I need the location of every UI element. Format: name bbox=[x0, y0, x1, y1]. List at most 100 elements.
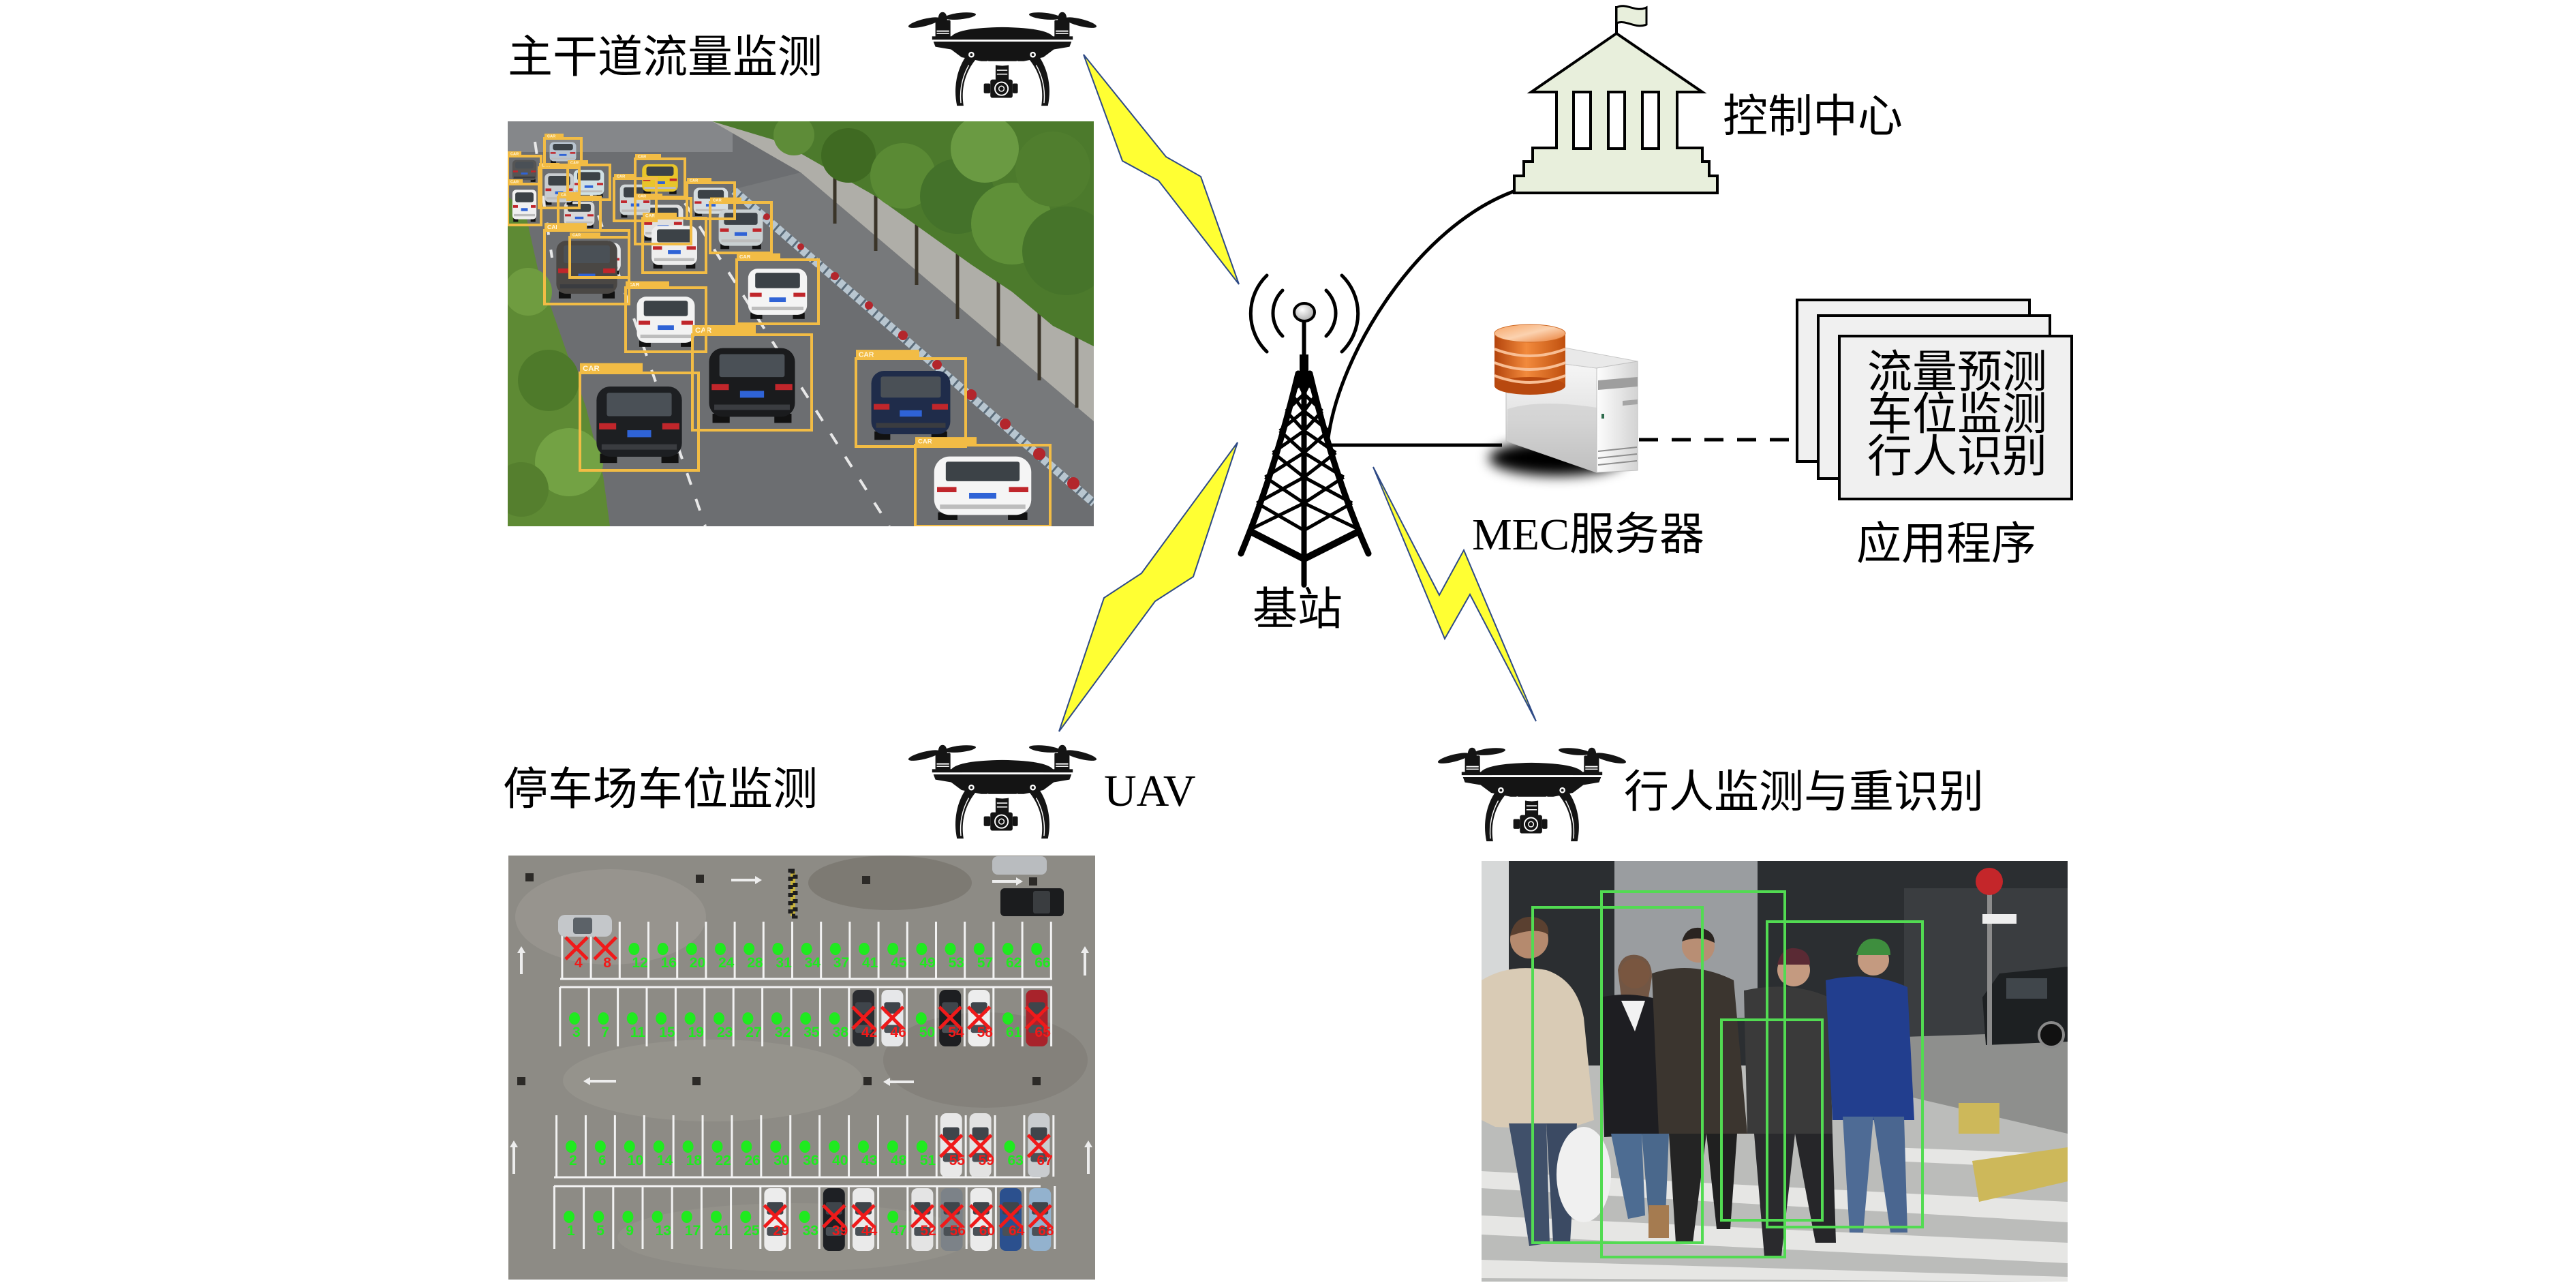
vehicle-detection: CAR bbox=[634, 194, 692, 245]
vehicle-bounding-box bbox=[557, 196, 602, 232]
detection-label: CAR bbox=[638, 155, 646, 160]
parking-lines bbox=[553, 922, 1056, 1249]
occupied-spot-marker: 42 bbox=[851, 1006, 877, 1040]
free-spot-marker: 26 bbox=[741, 1140, 761, 1168]
detection-label: CAR bbox=[645, 213, 655, 218]
free-spot-marker: 11 bbox=[626, 1012, 645, 1040]
spot-number: 6 bbox=[598, 1153, 607, 1168]
occupied-x-icon bbox=[880, 1006, 905, 1030]
pedestrian bbox=[1482, 916, 1611, 1246]
occupied-x-icon bbox=[851, 1006, 876, 1030]
spot-number: 28 bbox=[747, 955, 763, 971]
occupied-spot-marker: 68 bbox=[1028, 1204, 1054, 1239]
free-dot-icon bbox=[711, 1211, 722, 1223]
spot-number: 66 bbox=[1034, 955, 1050, 971]
occupied-spot-marker: 29 bbox=[763, 1204, 789, 1239]
arterial-traffic-label: 主干道流量监测 bbox=[508, 33, 823, 82]
person-detections bbox=[1531, 890, 1924, 1258]
detection-label: CAR bbox=[918, 438, 932, 446]
spot-number: 59 bbox=[979, 1153, 994, 1168]
occupied-x-icon bbox=[968, 1134, 993, 1158]
parked-vehicle bbox=[911, 1188, 934, 1251]
occupied-x-icon bbox=[910, 1204, 935, 1228]
spot-number: 24 bbox=[718, 955, 735, 971]
parked-car bbox=[1982, 967, 2068, 1048]
road-markings-yellow bbox=[1959, 1103, 2068, 1202]
free-spot-marker: 62 bbox=[1002, 943, 1022, 971]
occupied-x-icon bbox=[969, 1204, 994, 1228]
tower-to-control-center-link bbox=[1326, 188, 1518, 439]
spot-number: 23 bbox=[717, 1025, 733, 1040]
spot-number: 68 bbox=[1038, 1223, 1054, 1239]
spot-number: 10 bbox=[628, 1153, 643, 1168]
vehicle-detection: CAR bbox=[579, 363, 700, 472]
vehicle-detections: CARCARCARCARCARCARCARCARCARCARCARCARCARC… bbox=[508, 134, 1052, 526]
free-dot-icon bbox=[714, 1012, 724, 1025]
free-spot-marker: 14 bbox=[653, 1140, 673, 1168]
vehicle bbox=[871, 371, 951, 440]
occupied-x-icon bbox=[938, 1006, 962, 1030]
free-dot-icon bbox=[593, 1211, 604, 1223]
lightning-bolt-icon bbox=[1058, 442, 1238, 732]
free-dot-icon bbox=[681, 1211, 692, 1223]
free-dot-icon bbox=[651, 1211, 663, 1223]
free-dot-icon bbox=[715, 943, 726, 955]
detection-label-tab bbox=[635, 194, 662, 198]
spot-number: 4 bbox=[574, 955, 583, 971]
free-spot-marker: 5 bbox=[593, 1211, 604, 1239]
detection-label: CAR bbox=[572, 234, 581, 238]
free-dot-icon bbox=[653, 1140, 664, 1153]
vehicle bbox=[556, 241, 617, 299]
spot-number: 35 bbox=[803, 1025, 820, 1040]
free-dot-icon bbox=[801, 943, 812, 955]
free-dot-icon bbox=[859, 943, 870, 955]
free-dot-icon bbox=[770, 1140, 782, 1153]
spot-number: 2 bbox=[569, 1153, 577, 1168]
detection-label-tab bbox=[614, 174, 634, 179]
spot-number: 55 bbox=[949, 1153, 966, 1168]
free-dot-icon bbox=[800, 1012, 812, 1025]
occupied-spot-marker: 55 bbox=[938, 1134, 966, 1168]
free-dot-icon bbox=[887, 1140, 898, 1153]
vehicle bbox=[934, 456, 1032, 520]
vehicle-detection: CAR bbox=[624, 281, 707, 353]
free-spot-marker: 49 bbox=[916, 943, 936, 971]
spot-number: 13 bbox=[656, 1223, 671, 1239]
lane-arrows bbox=[510, 876, 1092, 1174]
occupied-spot-marker: 67 bbox=[1026, 1134, 1053, 1168]
vehicle-bounding-box bbox=[634, 197, 692, 245]
spot-number: 48 bbox=[891, 1153, 907, 1168]
free-spot-marker: 34 bbox=[801, 943, 821, 971]
free-dot-icon bbox=[743, 943, 755, 955]
occupied-spot-marker: 39 bbox=[822, 1204, 848, 1239]
free-dot-icon bbox=[598, 1012, 609, 1025]
spot-number: 44 bbox=[861, 1223, 878, 1239]
spot-number: 16 bbox=[661, 955, 677, 971]
occupied-spot-marker: 60 bbox=[969, 1204, 995, 1239]
spot-number: 37 bbox=[833, 955, 849, 971]
free-dot-icon bbox=[741, 1140, 752, 1153]
spot-number: 56 bbox=[950, 1223, 966, 1239]
detection-label-tab bbox=[545, 223, 587, 230]
spot-number: 67 bbox=[1037, 1153, 1052, 1168]
free-dot-icon bbox=[684, 1012, 696, 1025]
application-list: 流量预测 车位监测 行人识别 bbox=[1867, 350, 2047, 480]
free-spot-marker: 53 bbox=[945, 943, 964, 971]
spot-number: 39 bbox=[832, 1223, 848, 1239]
free-dot-icon bbox=[1002, 943, 1013, 955]
free-spot-marker: 25 bbox=[740, 1211, 760, 1239]
app-stack-icon bbox=[1796, 299, 2073, 500]
free-spot-marker: 12 bbox=[628, 943, 648, 971]
free-spot-marker: 28 bbox=[743, 943, 763, 971]
parked-vehicle bbox=[853, 1188, 874, 1251]
free-spot-marker: 10 bbox=[624, 1140, 643, 1168]
free-spot-marker: 51 bbox=[916, 1140, 936, 1168]
occupied-spot-marker: 56 bbox=[939, 1204, 966, 1239]
spot-number: 14 bbox=[657, 1153, 673, 1168]
spot-number: 30 bbox=[773, 1153, 789, 1168]
vehicle-detection: CAR bbox=[568, 232, 630, 279]
drone-icon bbox=[906, 10, 1099, 107]
detection-label: CAR bbox=[547, 224, 560, 230]
vehicle bbox=[596, 387, 682, 464]
